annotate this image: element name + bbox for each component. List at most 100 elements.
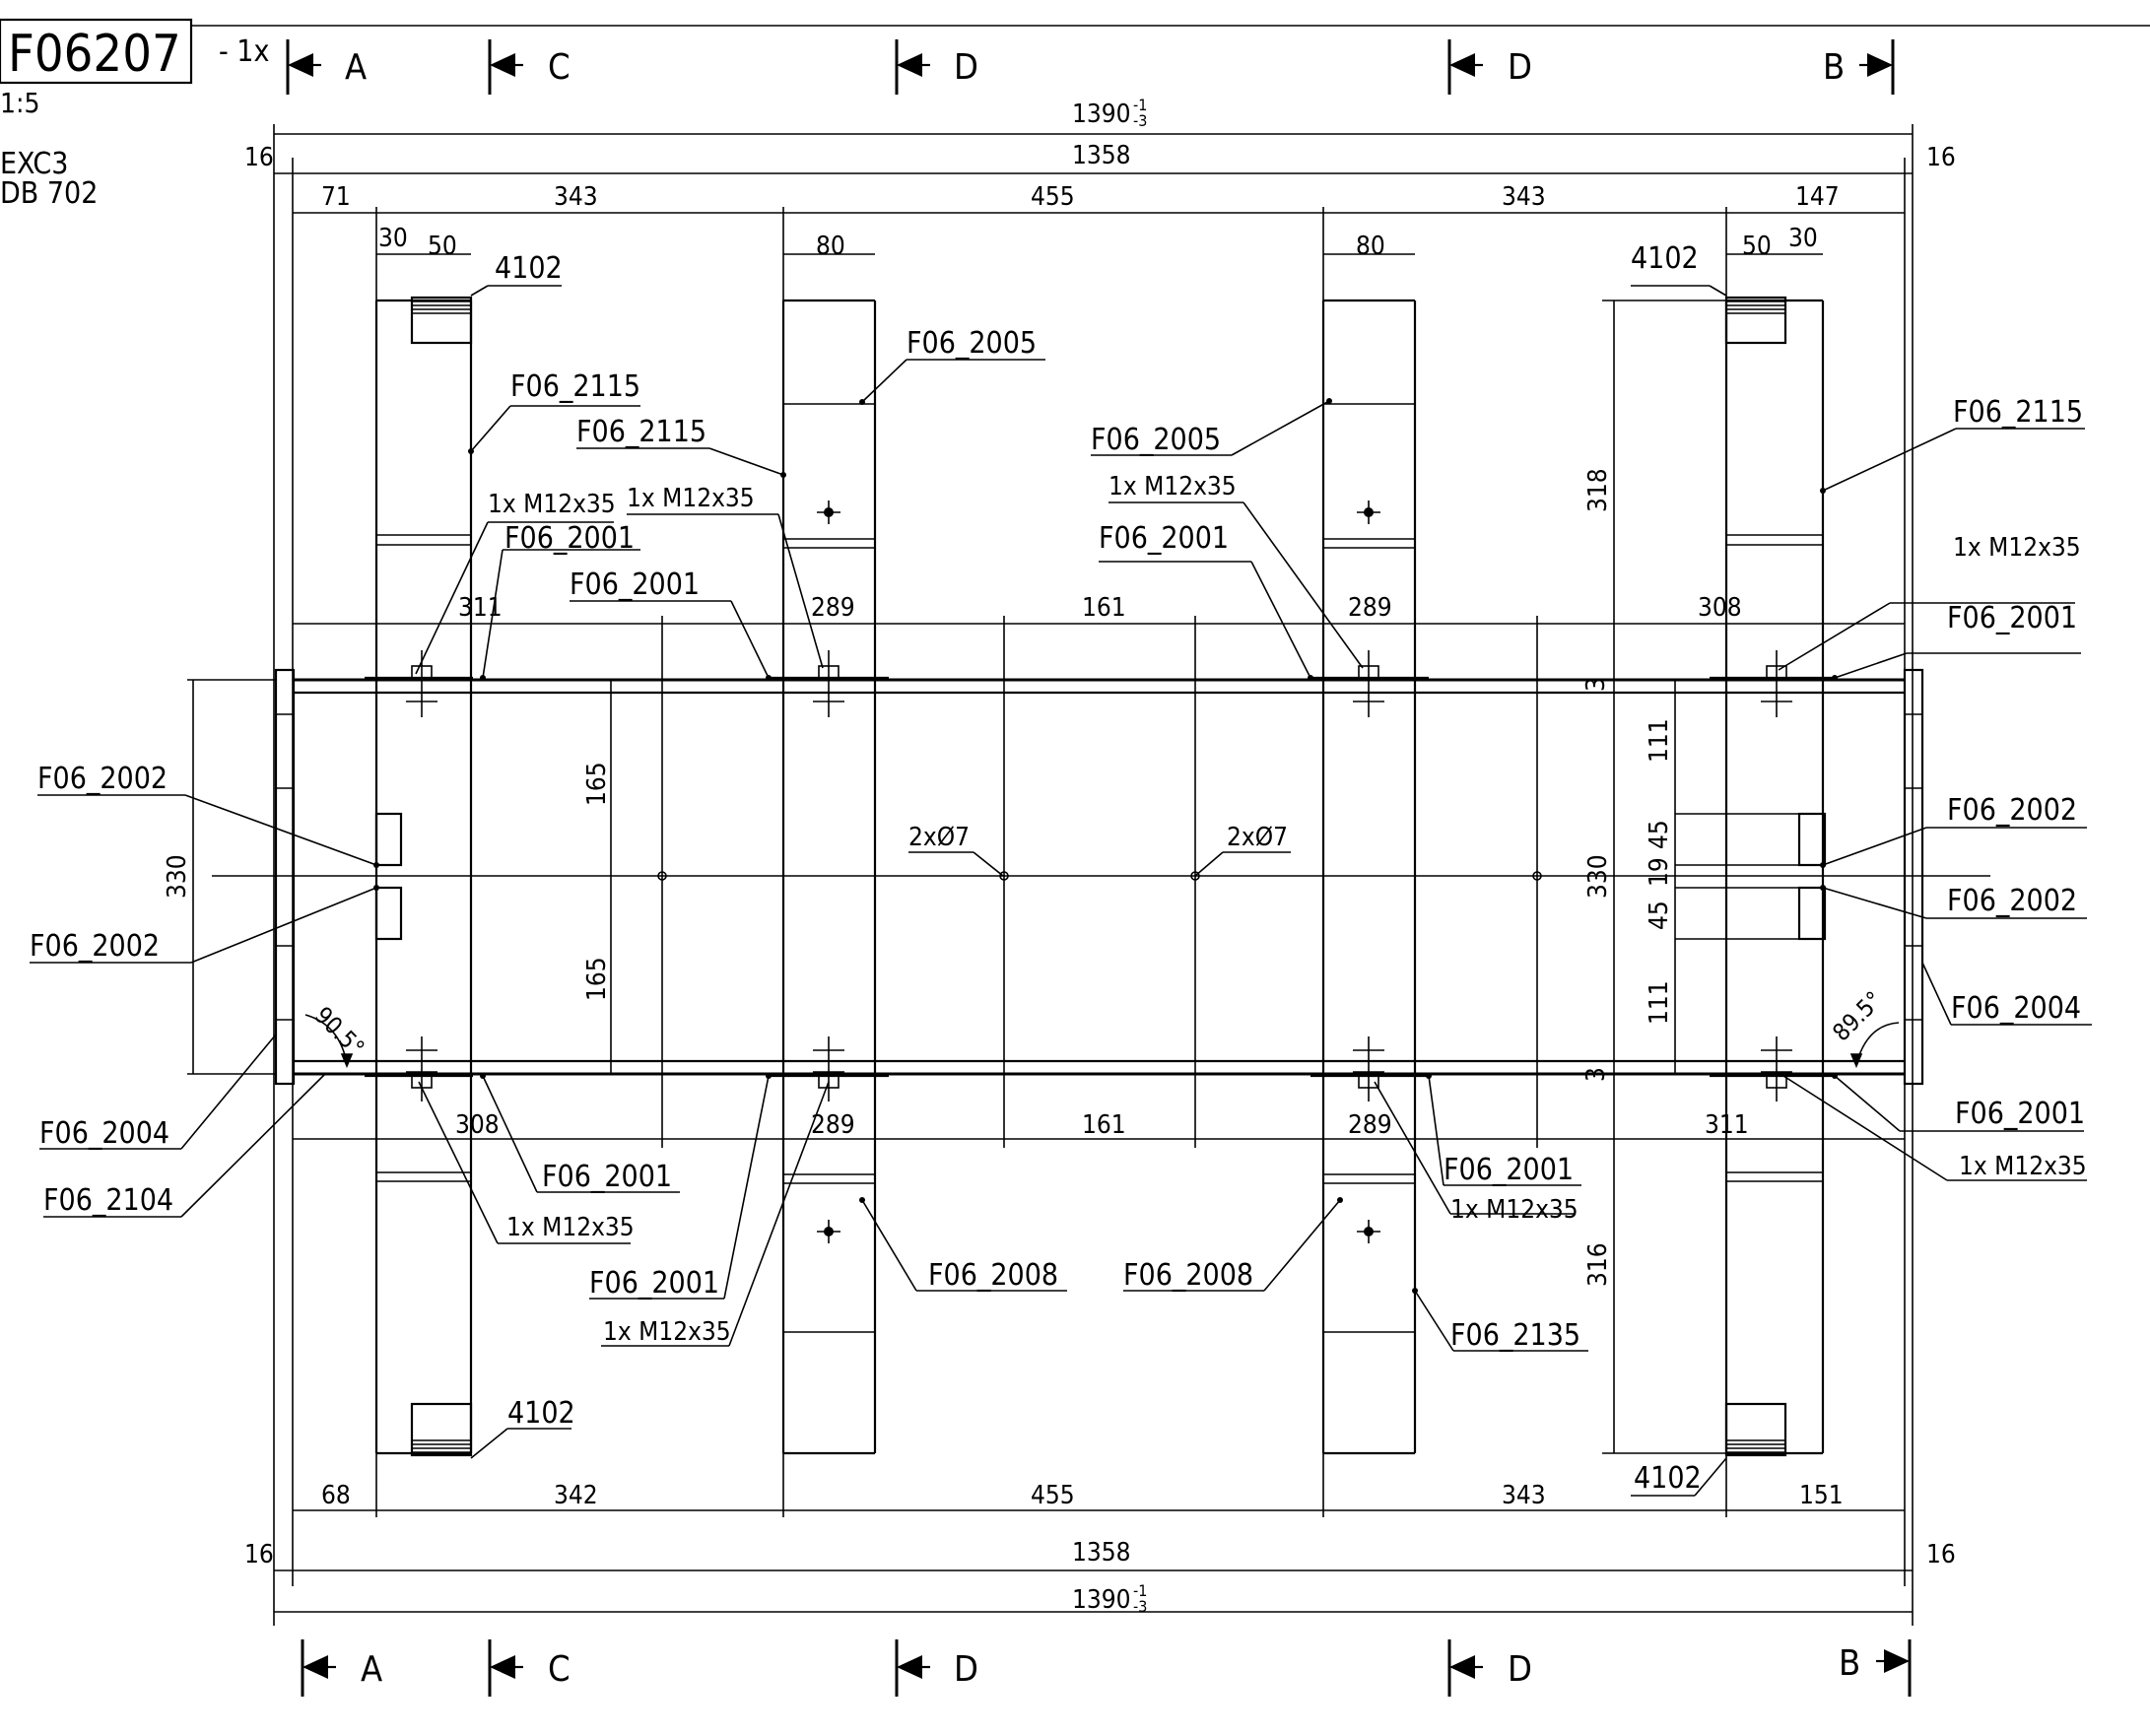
dim-bottom-chain-4: 151 <box>1799 1481 1844 1510</box>
dim-end-left-bottom: 16 <box>244 1540 274 1569</box>
dim-right-3-lower: 3 <box>1581 1067 1611 1082</box>
angle-right: 89.5° <box>1827 986 1887 1046</box>
quantity: - 1x <box>219 34 269 69</box>
label-4102-bottom-left: 4102 <box>507 1396 575 1431</box>
title-block: F06207 - 1x 1:5 EXC3 DB 702 <box>0 18 2150 211</box>
dim-top-chain-0: 71 <box>321 182 351 212</box>
dim-overall-bottom: 1390 <box>1072 1585 1131 1615</box>
label-f2001-2: F06_2001 <box>570 568 700 602</box>
dim-top-chain-2: 455 <box>1031 182 1075 212</box>
label-f2001-3: F06_2001 <box>1099 521 1229 556</box>
label-f2115-3: F06_2115 <box>1953 395 2083 430</box>
section-marker-c-top: C <box>548 47 571 88</box>
execution-class: EXC3 <box>0 147 68 181</box>
label-f2008-2: F06_2008 <box>1123 1258 1253 1293</box>
section-markers-top: A C D D B <box>286 39 1895 95</box>
section-marker-d2-bottom: D <box>1508 1649 1532 1690</box>
label-4102-bottom-right: 4102 <box>1634 1461 1702 1496</box>
dim-flange-50-right: 50 <box>1742 232 1772 261</box>
dim-overall-tol-lower-bottom: -3 <box>1133 1597 1147 1616</box>
dim-right-318: 318 <box>1583 468 1613 512</box>
part-labels: 4102 4102 4102 4102 F06_2115 F06_2115 F0… <box>30 241 2087 1496</box>
dim-upper-chain-4: 308 <box>1698 593 1742 623</box>
dim-lower-chain-2: 161 <box>1082 1110 1126 1140</box>
dim-right-45-upper: 45 <box>1645 820 1674 849</box>
dimension-lines <box>187 133 1913 1613</box>
label-bolt-7: 1x M12x35 <box>603 1317 731 1347</box>
dim-top-chain-3: 343 <box>1502 182 1546 212</box>
label-f2002-1: F06_2002 <box>37 762 168 796</box>
pads-4102 <box>410 296 1787 1457</box>
label-f2001-7: F06_2001 <box>589 1266 719 1301</box>
label-f2001-4: F06_2001 <box>1947 601 2077 635</box>
label-bolt-2: 1x M12x35 <box>627 484 755 513</box>
label-holes-1: 2xØ7 <box>908 823 970 852</box>
section-marker-b-top: B <box>1823 47 1845 88</box>
label-bolt-3: 1x M12x35 <box>1109 472 1237 501</box>
dim-upper-chain-3: 289 <box>1348 593 1392 623</box>
dim-web-80-1: 80 <box>816 232 845 261</box>
label-bolt-6: 1x M12x35 <box>506 1213 635 1242</box>
label-f2115-1: F06_2115 <box>510 369 640 404</box>
label-f2104: F06_2104 <box>43 1183 173 1218</box>
dim-height-330-right: 330 <box>1583 854 1613 899</box>
dim-lower-chain-0: 308 <box>455 1110 500 1140</box>
dim-upper-chain-0: 311 <box>458 593 503 623</box>
dim-bottom-chain-2: 455 <box>1031 1481 1075 1510</box>
part-number: F06207 <box>8 25 181 84</box>
leader-dots <box>373 398 1838 1294</box>
label-f2002-2: F06_2002 <box>30 929 160 964</box>
dim-height-330-left: 330 <box>163 854 192 899</box>
dim-lower-chain-3: 289 <box>1348 1110 1392 1140</box>
dim-right-3-upper: 3 <box>1581 677 1611 692</box>
angle-left: 90.5° <box>309 1001 370 1061</box>
label-f2005-2: F06_2005 <box>1091 423 1221 457</box>
dim-upper-chain-2: 161 <box>1082 593 1126 623</box>
dim-inner-top: 1358 <box>1072 141 1131 170</box>
label-f2005-1: F06_2005 <box>907 326 1037 361</box>
dim-right-19: 19 <box>1645 857 1674 887</box>
section-marker-a-top: A <box>345 47 367 88</box>
dim-bottom-chain-1: 342 <box>554 1481 598 1510</box>
leader-lines <box>30 285 2092 1497</box>
dim-flange-30-left: 30 <box>378 224 408 253</box>
label-f2004-1: F06_2004 <box>39 1116 169 1151</box>
dim-flange-30-right: 30 <box>1788 224 1818 253</box>
dim-flange-50-left: 50 <box>428 232 457 261</box>
label-f2001-5: F06_2001 <box>1955 1097 2085 1131</box>
extension-lines <box>273 124 1914 1626</box>
dim-overall-tol-lower-top: -3 <box>1133 111 1147 130</box>
dim-end-left-top: 16 <box>244 143 274 172</box>
dim-overall-tol-upper-bottom: -1 <box>1133 1581 1147 1600</box>
section-marker-b-bottom: B <box>1839 1643 1860 1684</box>
label-4102-top-right: 4102 <box>1631 241 1699 276</box>
label-f2002-4: F06_2002 <box>1947 884 2077 918</box>
label-4102-top-left: 4102 <box>495 251 563 286</box>
center-holes <box>657 501 1542 1243</box>
label-bolt-5: 1x M12x35 <box>1959 1152 2087 1181</box>
scale: 1:5 <box>0 87 40 119</box>
section-marker-d2-top: D <box>1508 47 1532 88</box>
dim-right-111-lower: 111 <box>1645 980 1674 1025</box>
dim-end-right-bottom: 16 <box>1926 1540 1956 1569</box>
label-holes-2: 2xØ7 <box>1227 823 1288 852</box>
label-bolt-8: 1x M12x35 <box>1450 1195 1579 1225</box>
dim-lower-chain-4: 311 <box>1705 1110 1749 1140</box>
dim-lower-chain-1: 289 <box>811 1110 855 1140</box>
dim-right-316: 316 <box>1583 1242 1613 1287</box>
dim-bottom-chain-0: 68 <box>321 1481 351 1510</box>
label-f2004-2: F06_2004 <box>1951 991 2081 1026</box>
main-beam <box>212 668 1990 1086</box>
dim-bottom-chain-3: 343 <box>1502 1481 1546 1510</box>
dim-top-chain-1: 343 <box>554 182 598 212</box>
label-bolt-1: 1x M12x35 <box>488 490 616 519</box>
dim-inner-bottom: 1358 <box>1072 1538 1131 1568</box>
dim-right-45-lower: 45 <box>1645 901 1674 930</box>
db-code: DB 702 <box>0 176 98 211</box>
dim-end-right-top: 16 <box>1926 143 1956 172</box>
dimension-texts: 1390 -1 -3 1358 16 16 71 343 455 343 147… <box>163 96 1956 1616</box>
label-f2008-1: F06_2008 <box>928 1258 1058 1293</box>
label-f2115-2: F06_2115 <box>576 415 706 449</box>
label-f2002-3: F06_2002 <box>1947 793 2077 828</box>
